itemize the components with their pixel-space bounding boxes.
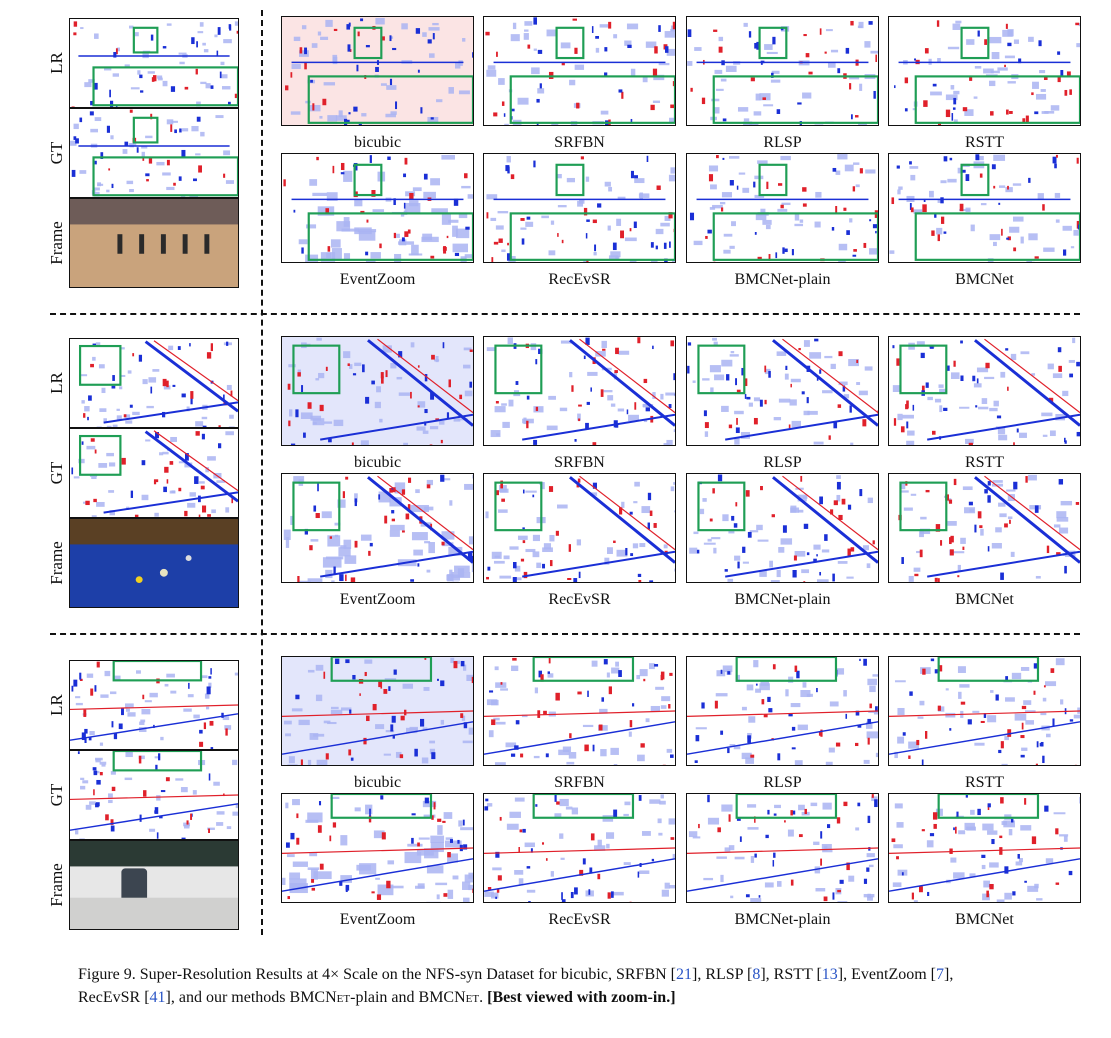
row3-panel-bmcnet	[888, 793, 1081, 903]
row1-label-rlsp: RLSP	[763, 134, 802, 151]
row2-label-frame: Frame	[47, 541, 66, 585]
row3-label-eventzoom: EventZoom	[339, 911, 416, 928]
row3-panel-bicubic	[281, 656, 474, 766]
row3-label-lr: LR	[47, 694, 66, 716]
row1-label-gt: GT	[47, 141, 66, 165]
row2-label-recevsr: RecEvSR	[548, 591, 611, 608]
row3-panel-bmcnet-plain	[686, 793, 879, 903]
row2-panel-bicubic	[281, 336, 474, 446]
row2-label-rlsp: RLSP	[763, 454, 802, 471]
row2-label-srfbn: SRFBN	[554, 454, 605, 471]
row2-panel-bmcnet	[888, 473, 1081, 583]
row1-gt-image	[69, 108, 239, 198]
row2-lr-image	[69, 338, 239, 428]
horizontal-separator-1	[50, 313, 1080, 315]
row3-panel-eventzoom	[281, 793, 474, 903]
vertical-separator	[261, 10, 263, 935]
row3-panel-recevsr	[483, 793, 676, 903]
row1-label-srfbn: SRFBN	[554, 134, 605, 151]
row1-panel-srfbn	[483, 16, 676, 126]
row2-frame-image	[69, 518, 239, 608]
row2-label-bmcnet: BMCNet	[955, 591, 1014, 608]
row1-panel-bicubic	[281, 16, 474, 126]
row1-label-bicubic: bicubic	[353, 134, 402, 151]
row2-panel-recevsr	[483, 473, 676, 583]
row2-label-gt: GT	[47, 461, 66, 485]
row3-label-srfbn: SRFBN	[554, 774, 605, 791]
row2-label-eventzoom: EventZoom	[339, 591, 416, 608]
row2-label-bmcnet-plain: BMCNet-plain	[734, 591, 831, 608]
row3-label-gt: GT	[47, 783, 66, 807]
row1-lr-image	[69, 18, 239, 108]
row2-panel-srfbn	[483, 336, 676, 446]
row2-label-lr: LR	[47, 372, 66, 394]
row1-panel-eventzoom	[281, 153, 474, 263]
row2-panel-rstt	[888, 336, 1081, 446]
horizontal-separator-2	[50, 633, 1080, 635]
row3-label-bmcnet: BMCNet	[955, 911, 1014, 928]
row1-panel-bmcnet-plain	[686, 153, 879, 263]
row1-panel-rstt	[888, 16, 1081, 126]
row2-label-rstt: RSTT	[964, 454, 1005, 471]
row2-panel-eventzoom	[281, 473, 474, 583]
row3-panel-srfbn	[483, 656, 676, 766]
row1-panel-bmcnet	[888, 153, 1081, 263]
row1-label-bmcnet-plain: BMCNet-plain	[734, 271, 831, 288]
row1-panel-recevsr	[483, 153, 676, 263]
row1-label-bmcnet: BMCNet	[955, 271, 1014, 288]
row1-panel-rlsp	[686, 16, 879, 126]
row1-frame-image	[69, 198, 239, 288]
row2-gt-image	[69, 428, 239, 518]
row3-lr-image	[69, 660, 239, 750]
row3-panel-rstt	[888, 656, 1081, 766]
row3-label-bmcnet-plain: BMCNet-plain	[734, 911, 831, 928]
row3-label-recevsr: RecEvSR	[548, 911, 611, 928]
row1-label-recevsr: RecEvSR	[548, 271, 611, 288]
row3-label-frame: Frame	[47, 863, 66, 907]
row1-label-frame: Frame	[47, 221, 66, 265]
row3-gt-image	[69, 750, 239, 840]
row1-label-lr: LR	[47, 52, 66, 74]
row3-panel-rlsp	[686, 656, 879, 766]
row3-frame-image	[69, 840, 239, 930]
row1-label-eventzoom: EventZoom	[339, 271, 416, 288]
row2-panel-bmcnet-plain	[686, 473, 879, 583]
row3-label-rstt: RSTT	[964, 774, 1005, 791]
row3-label-bicubic: bicubic	[353, 774, 402, 791]
row3-label-rlsp: RLSP	[763, 774, 802, 791]
row1-label-rstt: RSTT	[964, 134, 1005, 151]
row2-panel-rlsp	[686, 336, 879, 446]
figure-caption: Figure 9. Super-Resolution Results at 4×…	[78, 966, 954, 1006]
row2-label-bicubic: bicubic	[353, 454, 402, 471]
